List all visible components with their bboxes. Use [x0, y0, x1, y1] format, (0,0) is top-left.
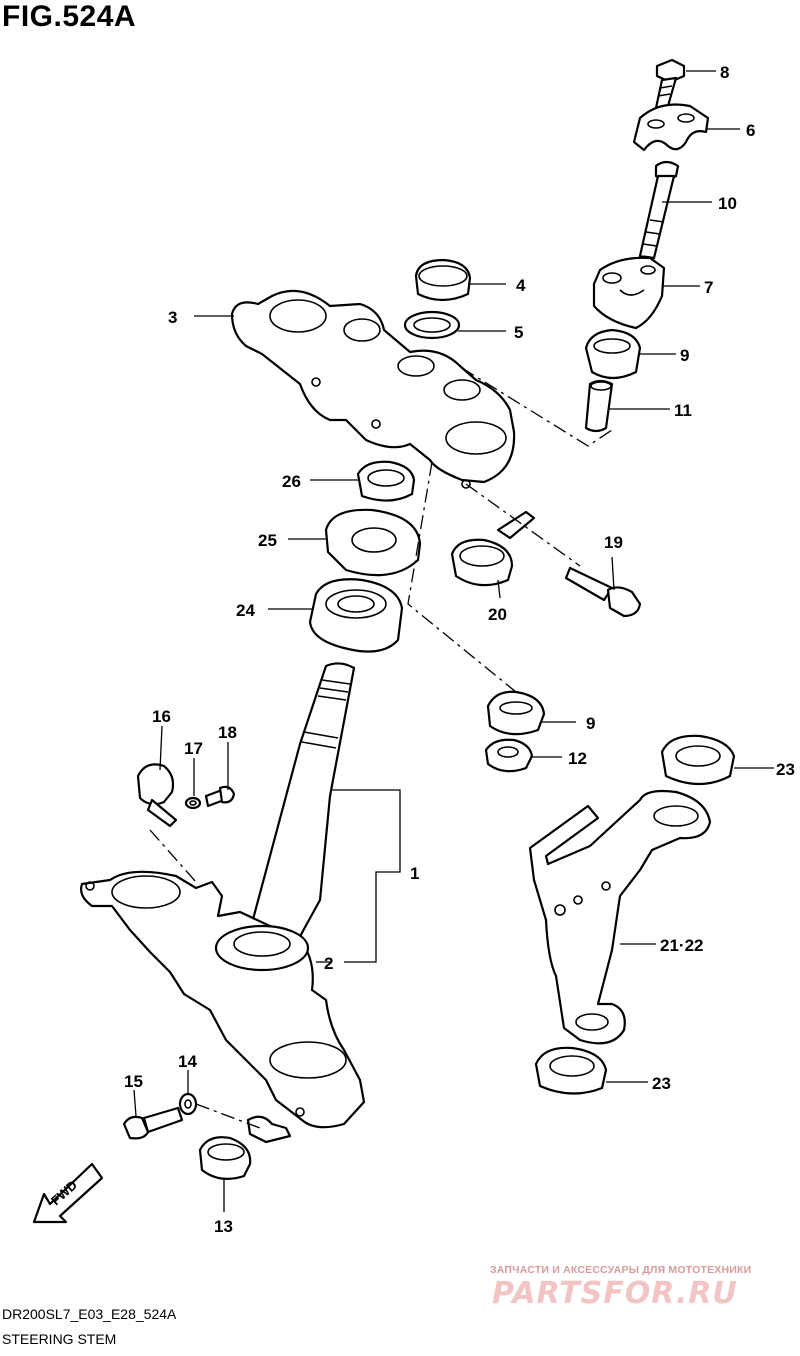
part-15-bolt[interactable] [122, 1106, 184, 1140]
callout-14: 14 [178, 1052, 197, 1071]
part-11-spacer[interactable] [584, 379, 614, 433]
callout-11: 11 [674, 401, 692, 420]
callout-13: 13 [214, 1217, 233, 1236]
part-16-clamp[interactable] [136, 763, 178, 828]
callout-labels: 8 6 10 7 9 11 4 5 3 26 25 24 19 20 9 12 … [124, 63, 795, 1236]
callout-8: 8 [720, 63, 729, 82]
callout-17: 17 [184, 739, 203, 758]
figure-title: FIG.524A [2, 0, 137, 33]
part-25-dust-seal[interactable] [324, 508, 422, 577]
callout-21-22: 21·22 [660, 936, 703, 955]
callout-2: 2 [324, 954, 333, 973]
callout-9-lower: 9 [586, 714, 595, 733]
callout-5: 5 [514, 323, 523, 342]
callout-23-upper: 23 [776, 760, 795, 779]
callout-6: 6 [746, 121, 755, 140]
callout-26: 26 [282, 472, 301, 491]
callout-19: 19 [604, 533, 623, 552]
part-5-seal[interactable] [403, 310, 461, 340]
model-code: DR200SL7_E03_E28_524A [2, 1306, 177, 1322]
callout-23-lower: 23 [652, 1074, 671, 1093]
callout-4: 4 [516, 276, 526, 295]
callout-1: 1 [410, 864, 419, 883]
leader-lines [133, 70, 774, 1212]
part-8-bolt[interactable] [654, 58, 686, 110]
assembly-lines [149, 367, 613, 1129]
part-20-clamp[interactable] [450, 510, 536, 587]
part-17-washer[interactable] [184, 796, 202, 810]
callout-9-upper: 9 [680, 346, 689, 365]
part-4-cap[interactable] [414, 258, 472, 302]
part-23-grommet-lower[interactable] [534, 1046, 608, 1095]
part-18-screw[interactable] [204, 785, 236, 808]
callout-16: 16 [152, 707, 171, 726]
callout-25: 25 [258, 531, 277, 550]
part-9-cushion-upper[interactable] [584, 328, 642, 380]
part-13-clamp[interactable] [198, 1115, 292, 1181]
part-10-bolt[interactable] [638, 160, 680, 260]
part-24-bearing[interactable] [308, 578, 404, 653]
watermark-tagline: ЗАПЧАСТИ И АКСЕССУАРЫ ДЛЯ МОТОТЕХНИКИ [490, 1264, 752, 1276]
part-21-22-bracket[interactable] [528, 789, 712, 1045]
part-12-nut[interactable] [484, 738, 534, 773]
part-6-handlebar-clamp[interactable] [632, 103, 710, 152]
callout-24: 24 [236, 601, 255, 620]
part-23-grommet-upper[interactable] [660, 734, 736, 786]
watermark-logo: PARTSFOR.RU [492, 1276, 738, 1311]
callout-10: 10 [718, 194, 737, 213]
part-3-steering-stem-upper-bracket[interactable] [230, 289, 516, 489]
callout-12: 12 [568, 749, 587, 768]
callout-20: 20 [488, 605, 507, 624]
callout-7: 7 [704, 278, 713, 297]
part-1-steering-stem[interactable] [80, 662, 366, 1129]
fwd-arrow-icon: FWD [32, 1162, 104, 1224]
part-26-steering-stem-nut[interactable] [356, 460, 416, 502]
callout-3: 3 [168, 308, 177, 327]
part-9-cushion-lower[interactable] [486, 690, 546, 736]
callout-15: 15 [124, 1072, 143, 1091]
part-19-bolt[interactable] [564, 566, 642, 618]
part-7-handlebar-holder[interactable] [592, 256, 666, 330]
part-14-washer[interactable] [178, 1092, 198, 1116]
callout-18: 18 [218, 723, 237, 742]
figure-caption: STEERING STEM [2, 1331, 117, 1347]
